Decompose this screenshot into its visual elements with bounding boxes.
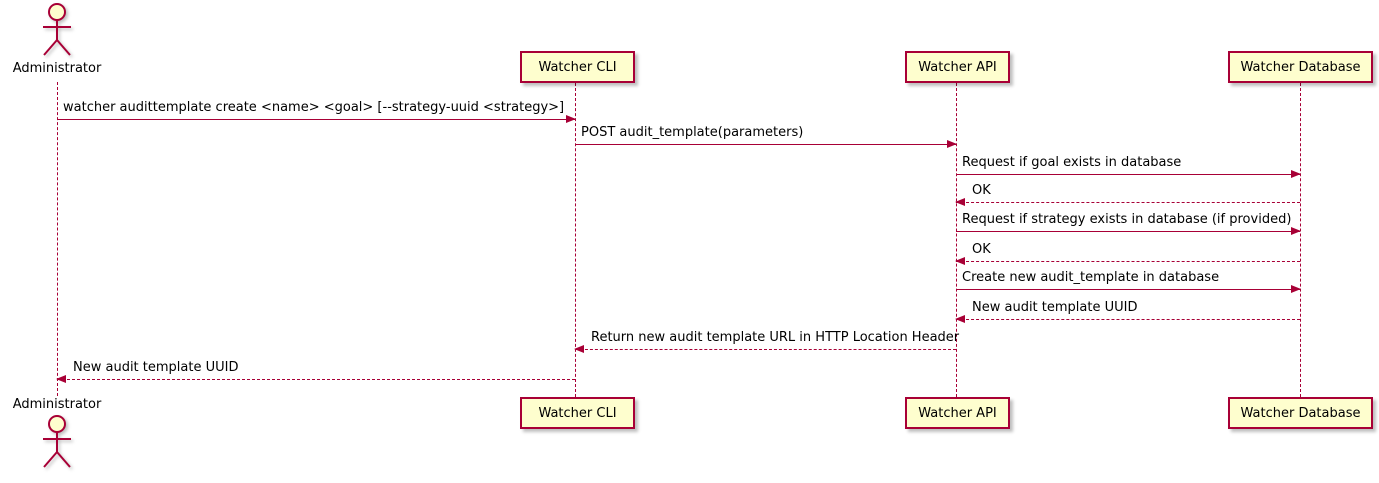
participant-box-watcher-database-bottom: Watcher Database <box>1228 397 1373 429</box>
actor-administrator-bottom: Administrator <box>0 397 117 472</box>
participant-box-watcher-cli-top: Watcher CLI <box>520 51 635 83</box>
message-9-return-audit-template-url: Return new audit template URL in HTTP Lo… <box>574 330 960 353</box>
message-label: OK <box>972 242 991 257</box>
message-label: Return new audit template URL in HTTP Lo… <box>591 330 960 345</box>
arrowhead-right-icon <box>1291 227 1301 235</box>
message-label: Request if strategy exists in database (… <box>962 212 1292 227</box>
lifeline-administrator <box>57 82 58 396</box>
message-8-new-audit-template-uuid: New audit template UUID <box>955 300 1300 323</box>
actor-icon <box>43 3 71 56</box>
actor-label: Administrator <box>12 397 102 412</box>
message-label: watcher audittemplate create <name> <goa… <box>63 100 565 115</box>
arrowhead-right-icon <box>1291 170 1301 178</box>
participant-box-watcher-database-top: Watcher Database <box>1228 51 1373 83</box>
participant-box-watcher-api-bottom: Watcher API <box>905 397 1010 429</box>
actor-icon <box>43 415 71 468</box>
lifeline-watcher-api <box>956 83 957 397</box>
arrowhead-right-icon <box>947 140 957 148</box>
participant-box-watcher-cli-bottom: Watcher CLI <box>520 397 635 429</box>
message-label: OK <box>972 183 991 198</box>
message-1-create-audittemplate: watcher audittemplate create <name> <goa… <box>57 100 576 123</box>
message-4-ok: OK <box>955 183 1300 206</box>
message-label: New audit template UUID <box>972 300 1138 315</box>
message-5-request-strategy-exists: Request if strategy exists in database (… <box>956 212 1301 235</box>
participant-box-watcher-api-top: Watcher API <box>905 51 1010 83</box>
arrowhead-left-icon <box>56 375 66 383</box>
message-10-new-audit-template-uuid: New audit template UUID <box>56 360 575 383</box>
arrowhead-left-icon <box>955 315 965 323</box>
actor-label: Administrator <box>12 61 102 76</box>
actor-administrator-top: Administrator <box>0 2 117 77</box>
message-2-post-audit-template: POST audit_template(parameters) <box>575 125 957 148</box>
message-label: New audit template UUID <box>73 360 239 375</box>
lifeline-watcher-cli <box>575 83 576 397</box>
message-7-create-audit-template-db: Create new audit_template in database <box>956 270 1301 293</box>
message-label: POST audit_template(parameters) <box>581 125 804 140</box>
message-6-ok: OK <box>955 242 1300 265</box>
lifeline-watcher-database <box>1300 83 1301 397</box>
arrowhead-left-icon <box>574 345 584 353</box>
arrowhead-left-icon <box>955 257 965 265</box>
message-label: Create new audit_template in database <box>962 270 1220 285</box>
message-label: Request if goal exists in database <box>962 155 1182 170</box>
arrowhead-right-icon <box>1291 285 1301 293</box>
arrowhead-left-icon <box>955 198 965 206</box>
arrowhead-right-icon <box>566 115 576 123</box>
message-3-request-goal-exists: Request if goal exists in database <box>956 155 1301 178</box>
